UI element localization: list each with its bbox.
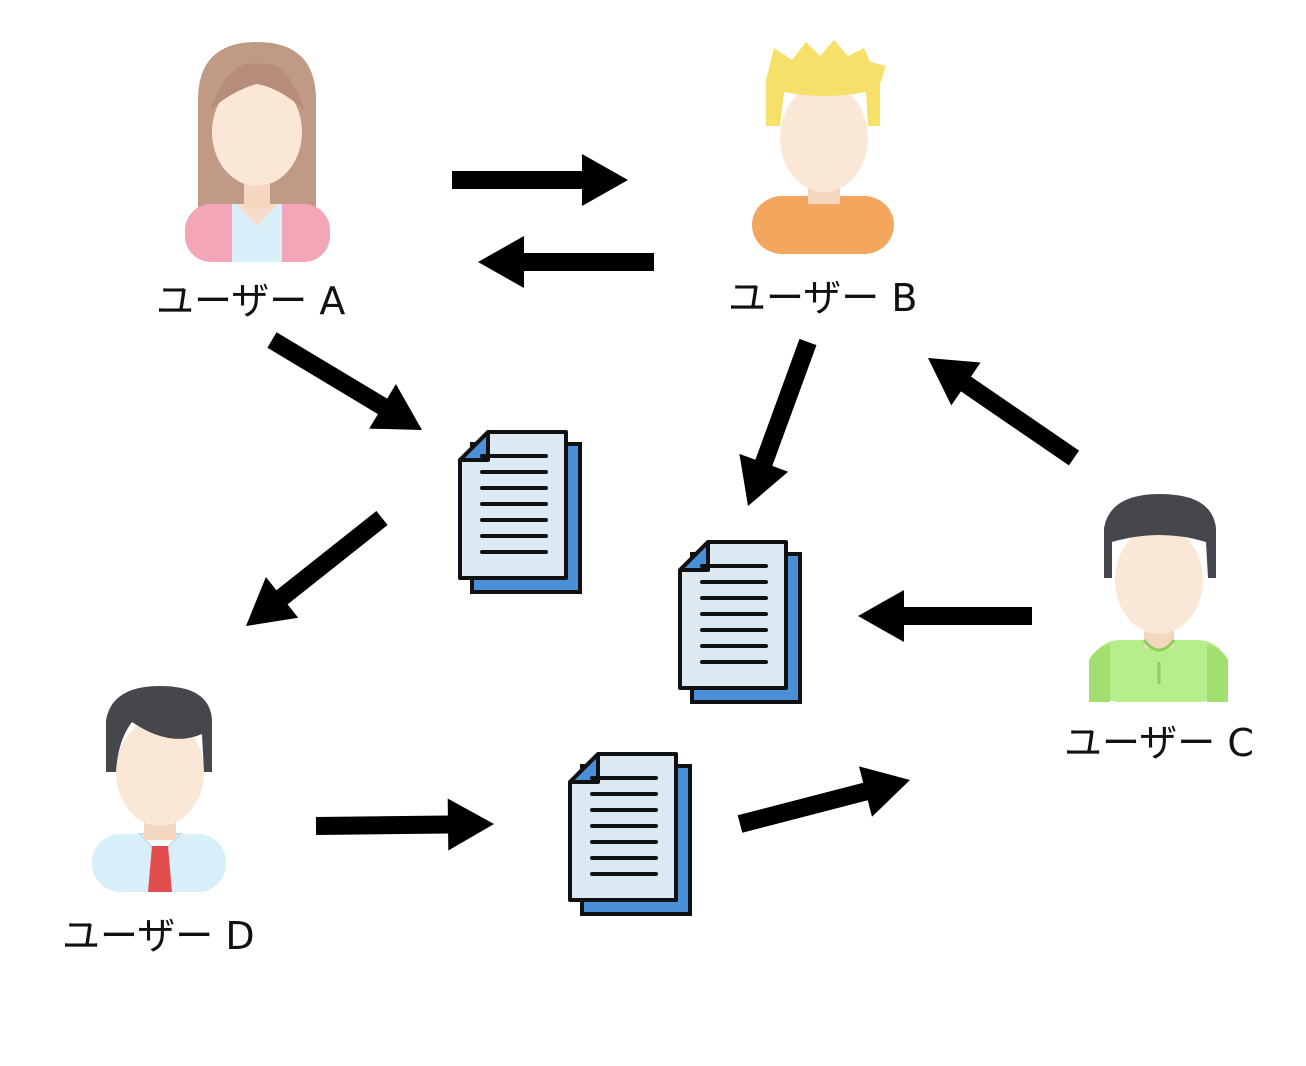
arrow-b-to-a [478,236,654,288]
document-stack-icon [678,540,802,704]
document-stack-icon [568,752,692,916]
document-stack-icon [458,430,582,594]
arrows-layer [246,154,1080,851]
man-necktie-avatar-icon [92,686,226,892]
arrow-c-to-doc2 [858,590,1032,642]
arrow-doc1-to-d [246,511,388,626]
user-c-label: ユーザー C [1064,721,1254,765]
arrow-d-to-doc3 [315,798,494,851]
blond-man-avatar-icon [752,40,894,254]
user-d-label: ユーザー D [62,914,255,958]
man-green-shirt-avatar-icon [1089,494,1228,702]
woman-avatar-icon [185,42,330,262]
arrow-doc3-to-c [737,766,910,833]
arrow-c-to-b [928,358,1080,466]
arrow-b-to-doc2 [739,338,817,506]
arrow-a-to-b [452,154,628,206]
user-a-label: ユーザー A [156,279,346,323]
user-b-label: ユーザー B [728,276,918,320]
arrow-a-to-doc1 [267,332,422,430]
